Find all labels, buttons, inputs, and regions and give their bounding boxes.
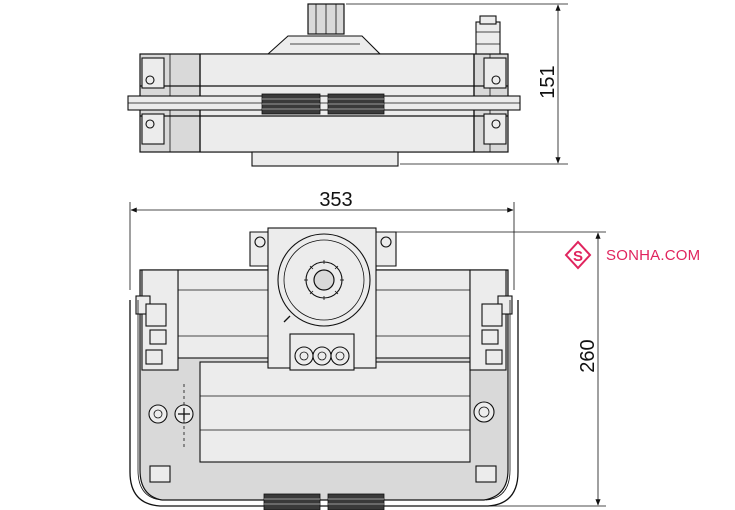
sonha-logo-icon: S [564, 240, 592, 270]
corner-bracket-left [135, 269, 179, 371]
bottom-rib-left [263, 493, 321, 510]
side-elevation-view [127, 3, 521, 167]
bottom-plate [251, 151, 399, 167]
bolt-hole-left [254, 236, 266, 248]
logo-letter: S [573, 248, 583, 265]
dimension-width: 353 [129, 189, 515, 290]
dimension-353-label: 353 [319, 189, 352, 211]
dimension-151-label: 151 [537, 65, 559, 98]
gear-marker [283, 315, 291, 323]
cable-entry [473, 401, 495, 423]
dimension-depth: 260 [396, 231, 606, 507]
dimension-height: 151 [346, 3, 568, 165]
cable-gland [475, 21, 501, 57]
side-clamp-right [483, 57, 507, 145]
base-rail [129, 300, 519, 507]
plan-view [129, 227, 519, 510]
terminal-screw-1 [148, 404, 168, 424]
dimension-260-label: 260 [577, 339, 599, 372]
watermark-text: SONHA.COM [606, 247, 700, 264]
watermark: S SONHA.COM [564, 240, 700, 270]
bottom-rib-right [327, 493, 385, 510]
side-clamp-left [141, 57, 165, 145]
corner-bracket-right [469, 269, 513, 371]
bolt-hole-right [380, 236, 392, 248]
shaft-base [266, 35, 382, 55]
